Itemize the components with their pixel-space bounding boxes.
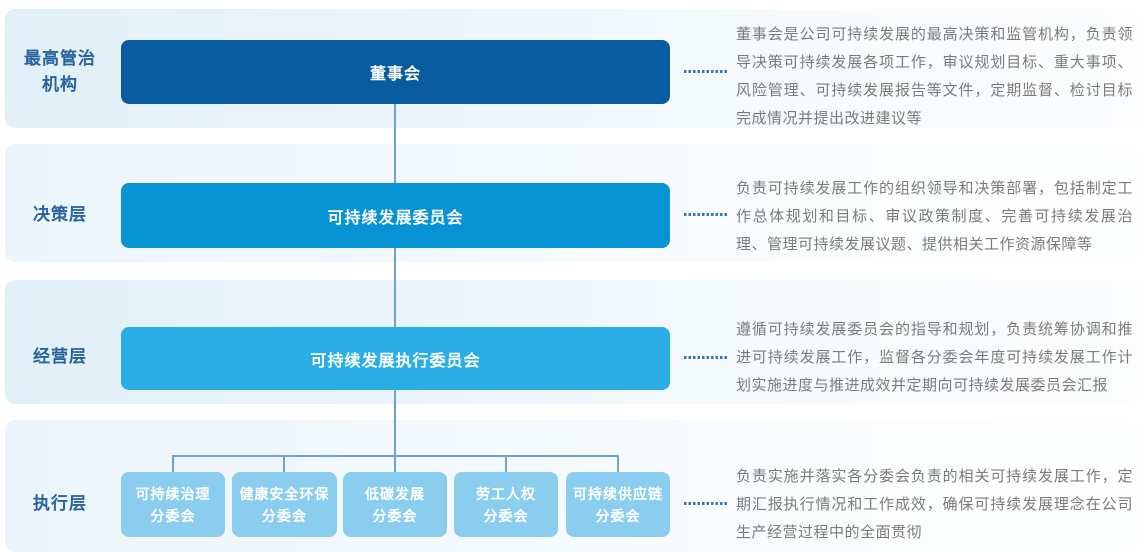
sub-box-line2: 分委会 [483, 507, 529, 524]
sub-box-line2: 分委会 [595, 507, 641, 524]
connector-drop-1 [172, 456, 174, 472]
sub-box-line1: 低碳发展 [365, 485, 425, 502]
tier-label-operation: 经营层 [33, 347, 87, 366]
connector-drop-2 [283, 456, 285, 472]
tier-description-governance: 董事会是公司可持续发展的最高决策和监管机构，负责领导决策可持续发展各项工作，审议… [736, 26, 1133, 127]
dotted-leader-operation [684, 356, 728, 359]
connector-board-to-committee [394, 104, 396, 183]
tier-description-decision: 负责可持续发展工作的组织领导和决策部署，包括制定工作总体规划和目标、审议政策制度… [736, 180, 1133, 253]
sub-box-low-carbon: 低碳发展 分委会 [343, 472, 447, 537]
tier-description-operation: 遵循可持续发展委员会的指导和规划，负责统筹协调和推进可持续发展工作，监督各分委会… [736, 321, 1133, 394]
sub-box-sustainable-governance: 可持续治理 分委会 [121, 472, 225, 537]
sub-box-line1: 可持续治理 [135, 485, 211, 502]
dotted-leader-execution [684, 502, 728, 505]
sub-box-line1: 健康安全环保 [239, 485, 330, 502]
tier-label-governance: 最高管治机构 [24, 49, 96, 94]
dotted-leader-governance [684, 70, 728, 73]
tier-label-decision: 决策层 [33, 205, 87, 224]
sub-box-sustainable-supply-chain: 可持续供应链 分委会 [566, 472, 670, 537]
sub-box-line2: 分委会 [150, 507, 196, 524]
dotted-leader-decision [684, 213, 728, 216]
sub-box-labor-human-rights: 劳工人权 分委会 [454, 472, 558, 537]
org-box-sustainability-exec-committee: 可持续发展执行委员会 [121, 327, 670, 390]
connector-committee-to-exec [394, 248, 396, 327]
sub-box-line1: 可持续供应链 [573, 485, 663, 502]
connector-drop-5 [617, 456, 619, 472]
connector-exec-to-branch [394, 390, 396, 472]
tier-label-execution: 执行层 [33, 494, 87, 513]
org-box-sustainability-committee: 可持续发展委员会 [121, 183, 670, 248]
connector-drop-4 [505, 456, 507, 472]
tier-description-execution: 负责实施并落实各分委会负责的相关可持续发展工作，定期汇报执行情况和工作成效，确保… [736, 468, 1133, 541]
sub-box-line2: 分委会 [262, 507, 307, 524]
sub-box-line1: 劳工人权 [476, 485, 536, 502]
sub-box-line2: 分委会 [372, 507, 418, 524]
sub-box-health-safety-environment: 健康安全环保 分委会 [232, 472, 337, 537]
org-box-board: 董事会 [121, 40, 670, 104]
connector-branch-line [172, 455, 619, 457]
